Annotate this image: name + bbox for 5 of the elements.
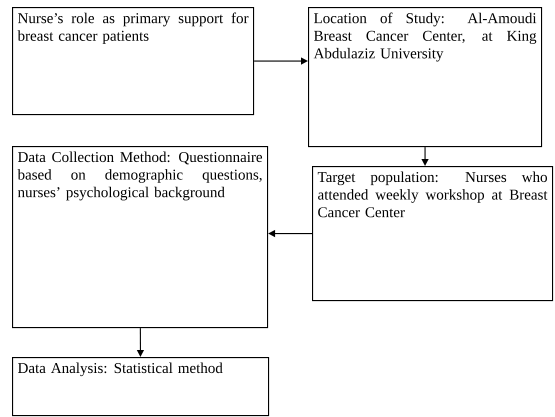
text-box: Location of Study: Al-Amoudi Breast Cancer Center, at King Abdulaziz University: [308, 7, 542, 148]
text-box: Data Collection Method: Questionnaire based on demographic questions, nurses’ psychological background: [12, 146, 268, 328]
text-box: Data Analysis: Statistical method: [12, 357, 270, 416]
text-box: Target population: Nurses who attended weekly workshop at Breast Cancer Center: [312, 166, 554, 302]
text-box: Nurse’s role as primary support for breast cancer patients: [12, 7, 254, 116]
